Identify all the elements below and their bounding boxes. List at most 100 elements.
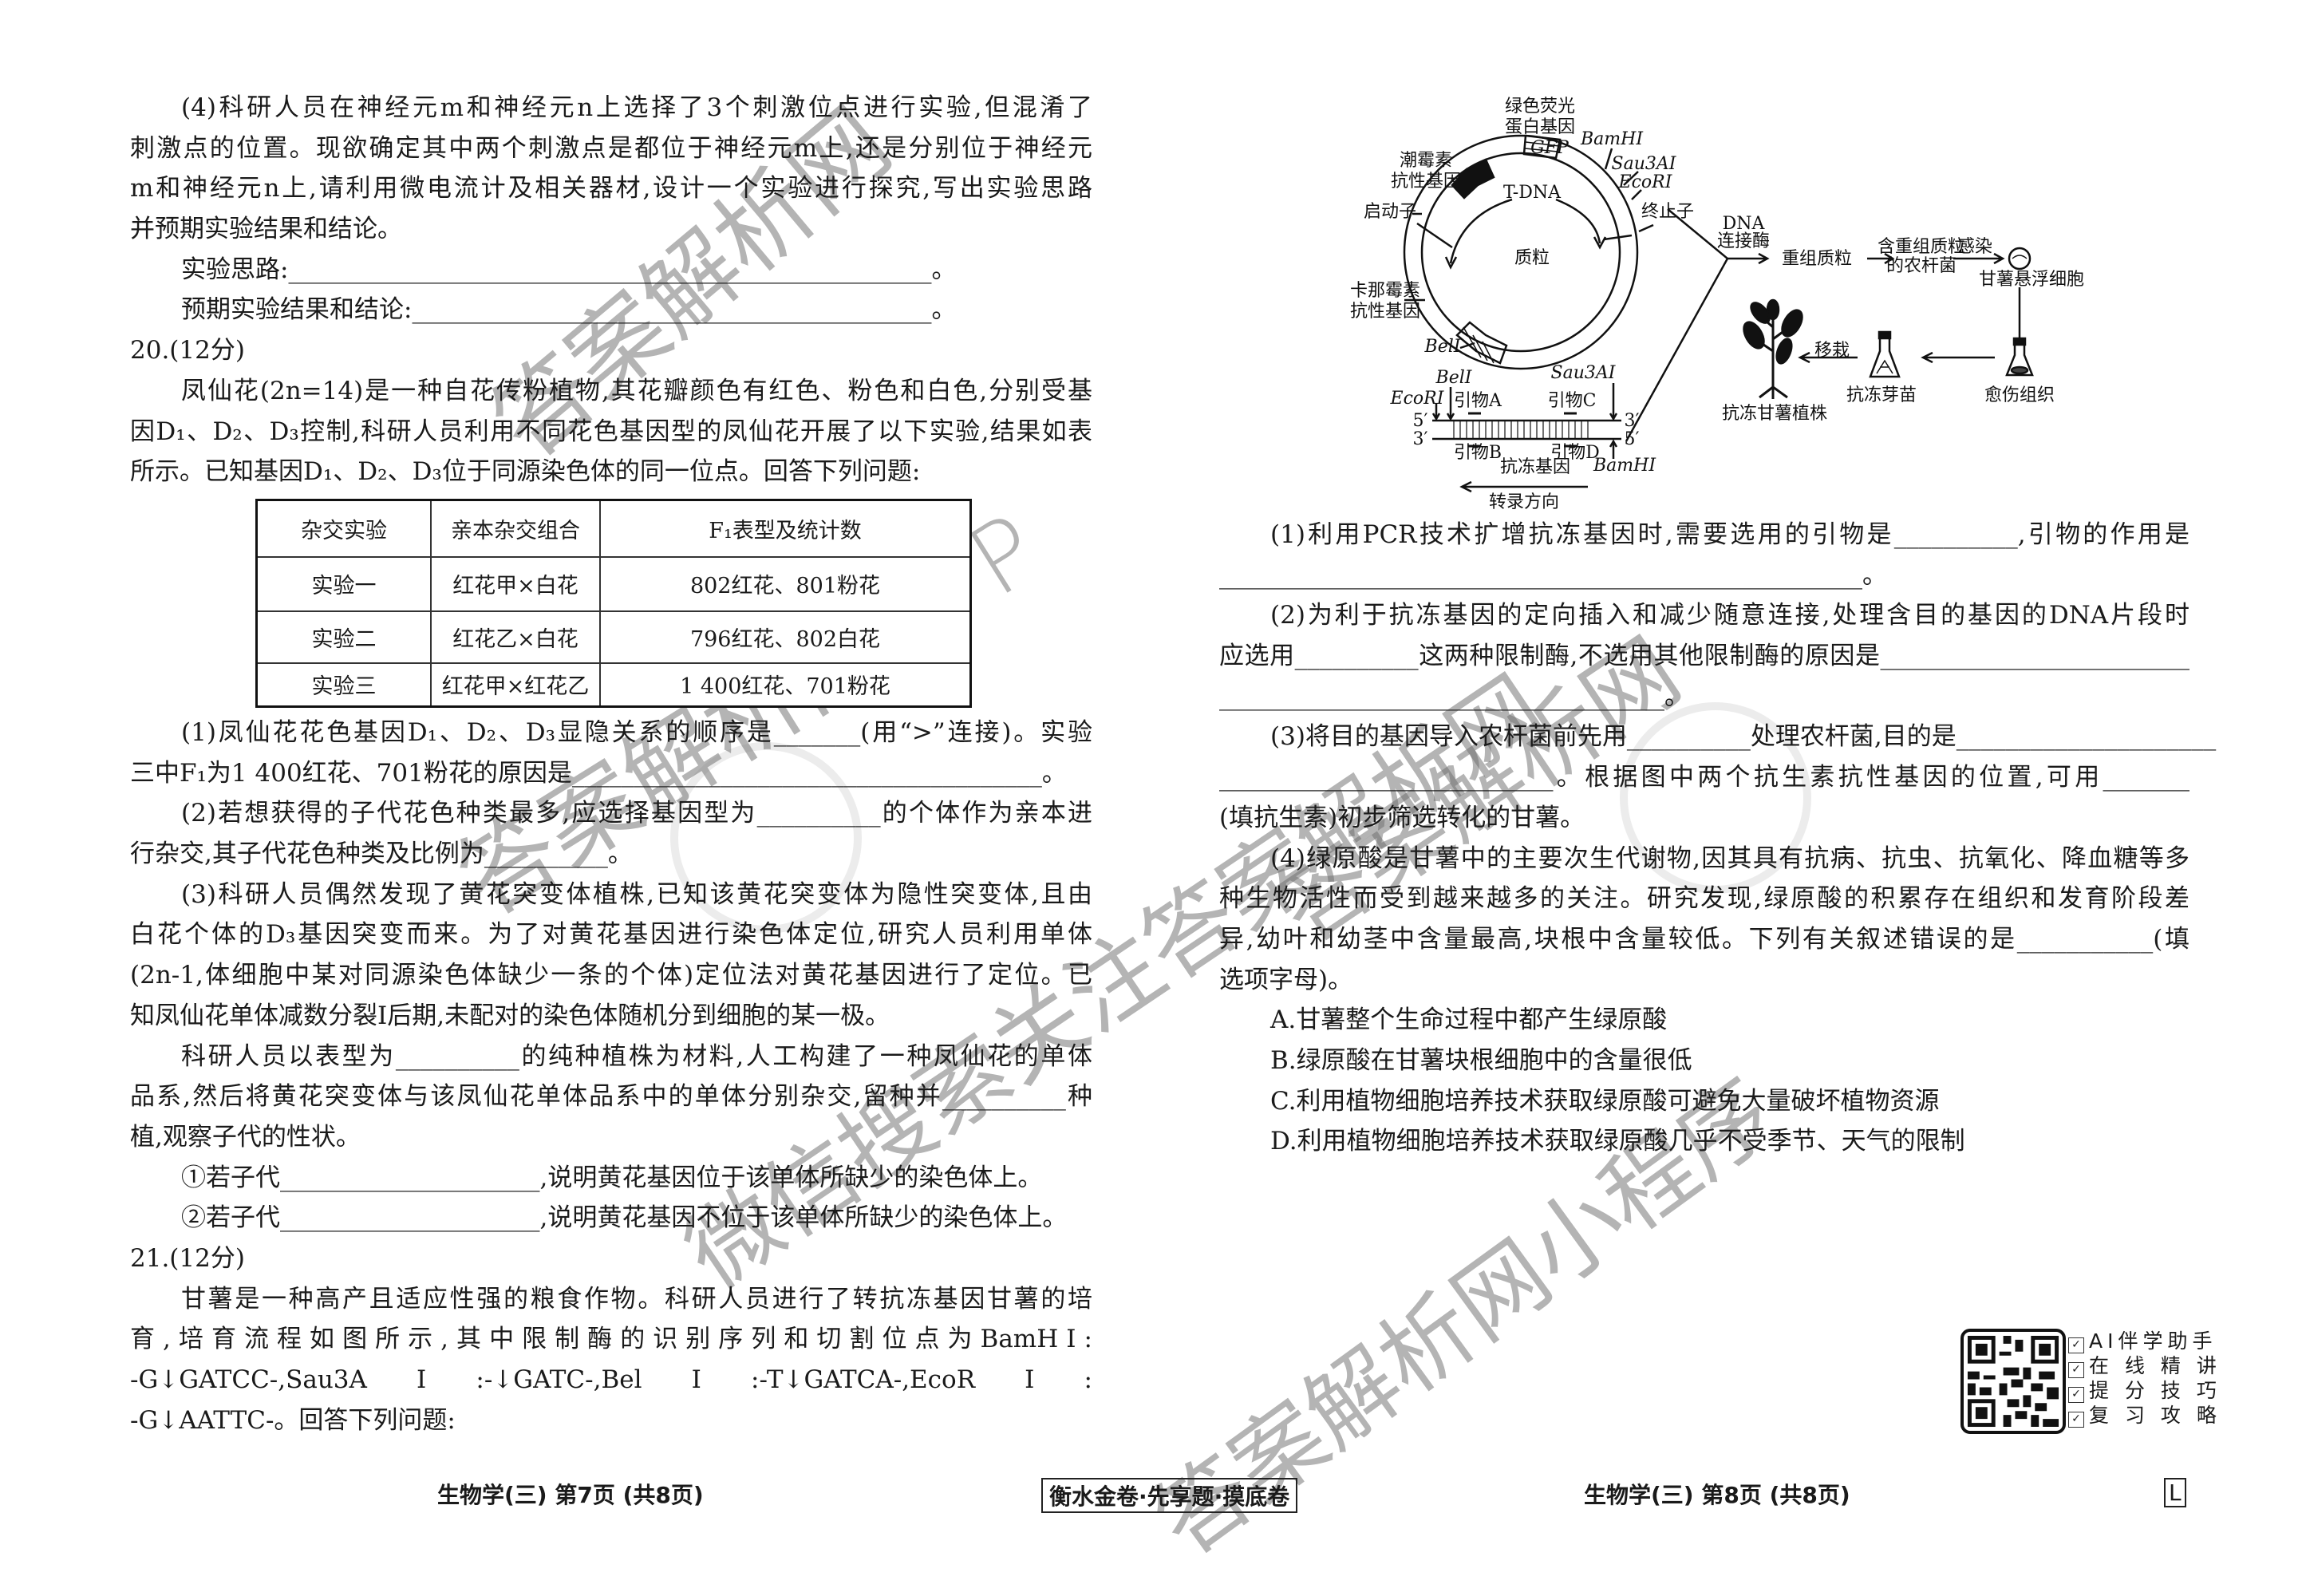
question-heading: 20.(12分) [130, 336, 245, 365]
ecor1-label: EcoRⅠ [1390, 389, 1445, 409]
table-cell: 796红花、802白花 [599, 610, 972, 664]
suspension-cell-icon [2008, 247, 2032, 271]
text-line: 植,观察子代的性状。 [130, 1122, 361, 1152]
text-line: m和神经元n上,请利用微电流计及相关器材,设计一个实验进行探究,写出实验思路 [130, 174, 1092, 203]
table-cell: 1 400红花、701粉花 [599, 662, 972, 708]
promoter-label: 启动子 [1364, 202, 1416, 222]
ligase-label: 连接酶 [1717, 231, 1770, 251]
suspension-cell-label: 甘薯悬浮细胞 [1979, 270, 2084, 290]
footer-page-left: 生物学(三) 第7页 (共8页) [437, 1482, 704, 1508]
table-row: 实验一 红花甲×白花 802红花、801粉花 [255, 555, 972, 612]
transplant-label: 移栽 [1814, 341, 1850, 361]
text-line: A.甘薯整个生命过程中都产生绿原酸 [1270, 1005, 1668, 1035]
text-line: ___________________________。根据图中两个抗生素抗性基… [1219, 763, 2189, 792]
text-line: 并预期实验结果和结论。 [130, 215, 402, 244]
ligase-label: DNA [1723, 214, 1766, 234]
promo-label: 在 线 精 讲 [2089, 1354, 2221, 1377]
promo-checklist: ✓AI伴学助手 ✓在 线 精 讲 ✓提 分 技 巧 ✓复 习 攻 略 [2068, 1329, 2221, 1428]
text-line: C.利用植物细胞培养技术获取绿原酸可避免大量破坏植物资源 [1270, 1086, 1940, 1116]
text-line: -G↓GATCC-,Sau3AⅠ:-↓GATC-,BelⅠ:-T↓GATCA-,… [130, 1365, 1092, 1394]
table-header: 亲本杂交组合 [430, 499, 601, 558]
flow-arrow [1727, 252, 1770, 265]
text-line: 知凤仙花单体减数分裂Ⅰ后期,未配对的染色体随机分到细胞的某一极。 [130, 1001, 890, 1030]
primer-d-label: 引物D [1550, 443, 1600, 463]
bamh1-label: BamHⅠ [1580, 129, 1644, 149]
table-cell: 实验一 [255, 555, 432, 612]
table-cell: 实验二 [255, 610, 432, 664]
tdna-arrow-left [1449, 198, 1513, 264]
base-pair-hatching [1453, 421, 1589, 439]
text-line: 实验思路:___________________________________… [181, 255, 957, 284]
infect-label: 感染 [1957, 237, 1992, 257]
checkbox-icon: ✓ [2068, 1412, 2084, 1428]
hygromycin-label: 抗性基因 [1391, 172, 1461, 192]
terminator-label: 终止子 [1641, 202, 1694, 222]
text-line: 科研人员以表型为__________的纯种植株为材料,人工构建了一种凤仙花的单体 [181, 1041, 1092, 1071]
tdna-label: T-DNA [1503, 183, 1562, 203]
text-line: 异,幼叶和幼茎中含量最高,块根中含量较低。下列有关叙述错误的是_________… [1219, 924, 2189, 954]
plasmid-inner-ring [1420, 152, 1621, 353]
promo-item: ✓AI伴学助手 [2068, 1329, 2221, 1353]
antifreeze-plant-label: 抗冻甘薯植株 [1722, 404, 1827, 424]
primer-c-label: 引物C [1548, 391, 1597, 411]
text-line: 种生物活性而受到越来越多的关注。研究发现,绿原酸的积累存在组织和发育阶段差 [1219, 884, 2189, 914]
flow-arrow [1921, 351, 1995, 364]
text-line: (4)科研人员在神经元m和神经元n上选择了3个刺激位点进行实验,但混淆了 [181, 93, 1092, 122]
checkbox-icon: ✓ [2068, 1362, 2084, 1378]
table-row: 实验二 红花乙×白花 796红花、802白花 [255, 610, 972, 664]
flow-arrow [1867, 252, 1895, 265]
gfp-label: 蛋白基因 [1505, 117, 1575, 137]
gene-engineering-diagram: 绿色荧光 蛋白基因 GFP BamHⅠ Sau3AⅠ EcoRⅠ 潮霉素 抗性基… [1350, 97, 2084, 512]
text-line: (1)利用PCR技术扩增抗冻基因时,需要选用的引物是__________,引物的… [1270, 520, 2189, 549]
checkbox-icon: ✓ [2068, 1387, 2084, 1403]
transcription-arrow [1459, 480, 1588, 493]
flow-arrow [1798, 351, 1858, 364]
seedling-flask-icon [1869, 335, 1901, 378]
table-cell: 红花甲×红花乙 [430, 662, 601, 708]
promo-label: 复 习 攻 略 [2089, 1404, 2221, 1427]
text-line: 刺激点的位置。现欲确定其中两个刺激点是都位于神经元m上,还是分别位于神经元 [130, 133, 1092, 163]
text-line: (2n-1,体细胞中某对同源染色体缺少一条的个体)定位法对黄花基因进行了定位。已 [130, 961, 1092, 990]
left-column-bottom: (1)凤仙花花色基因D₁、D₂、D₃显隐关系的顺序是_______(用“>”连接… [130, 713, 1092, 1440]
qr-code[interactable] [1960, 1329, 2066, 1434]
text-line: (4)绿原酸是甘薯中的主要次生代谢物,因其具有抗病、抗虫、抗氧化、降血糖等多 [1270, 843, 2189, 873]
question-heading: 21.(12分) [130, 1243, 245, 1273]
agrobacterium-label: 含重组质粒 [1878, 237, 1965, 257]
gfp-label: 绿色荧光 [1505, 97, 1575, 117]
qr-code-pattern [1967, 1335, 2059, 1428]
table-header: F₁表型及统计数 [599, 499, 972, 558]
hygromycin-label: 潮霉素 [1400, 151, 1452, 171]
agrobacterium-label: 的农杆菌 [1886, 256, 1957, 276]
text-line: D.利用植物细胞培养技术获取绿原酸几乎不受季节、天气的限制 [1270, 1127, 1965, 1156]
text-line: 凤仙花(2n=14)是一种自花传粉植物,其花瓣颜色有红色、粉色和白色,分别受基 [181, 376, 1092, 405]
right-column: (1)利用PCR技术扩增抗冻基因时,需要选用的引物是__________,引物的… [1219, 515, 2217, 1162]
plasmid-outer-ring [1403, 134, 1639, 370]
text-line: 育,培育流程如图所示,其中限制酶的识别序列和切割位点为BamHⅠ: [130, 1325, 1092, 1354]
footer-page-right: 生物学(三) 第8页 (共8页) [1584, 1482, 1850, 1508]
label-pointer-bamh1 [1404, 148, 1642, 350]
seedling-label: 抗冻芽苗 [1846, 385, 1917, 405]
text-line: (2)为利于抗冻基因的定向插入和减少随意连接,处理含目的基因的DNA片段时 [1270, 601, 2189, 630]
five-prime-label: 5′ [1625, 429, 1640, 449]
five-prime-label: 5′ [1413, 411, 1428, 431]
table-row: 实验三 红花甲×红花乙 1 400红花、701粉花 [255, 662, 972, 708]
text-line: 白花个体的D₃基因突变而来。为了对黄花基因进行染色体定位,研究人员利用单体 [130, 920, 1092, 950]
left-column-top: (4)科研人员在神经元m和神经元n上选择了3个刺激位点进行实验,但混淆了刺激点的… [130, 88, 1092, 492]
text-line: (3)将目的基因导入农杆菌前先用__________处理农杆菌,目的是_____… [1270, 722, 2217, 752]
gfp-label: GFP [1530, 138, 1570, 158]
text-line: (1)凤仙花花色基因D₁、D₂、D₃显隐关系的顺序是_______(用“>”连接… [181, 718, 1092, 747]
version-mark: L [2164, 1478, 2186, 1507]
antifreeze-gene-label: 抗冻基因 [1500, 457, 1570, 477]
text-line: 预期实验结果和结论:______________________________… [181, 295, 957, 325]
text-line: ________________________________________… [1219, 560, 1887, 590]
table-cell: 红花乙×白花 [430, 610, 601, 664]
table-header: 杂交实验 [255, 499, 432, 558]
text-line: 三中F₁为1 400红花、701粉花的原因是__________________… [130, 758, 1067, 788]
primer-marks [1468, 412, 1577, 448]
flow-arrow [1953, 252, 2005, 265]
plasmid-label: 质粒 [1514, 248, 1550, 268]
plant-icon [1743, 298, 1803, 399]
text-line: ____________________________________。 [1219, 681, 1689, 711]
text-line: 应选用__________这两种限制酶,不选用其他限制酶的原因是________… [1219, 642, 2189, 671]
bel1-label: BelⅠ [1424, 337, 1462, 357]
